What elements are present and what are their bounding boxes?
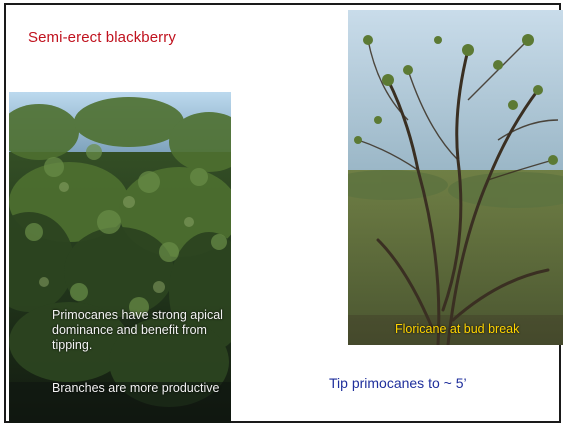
slide-title: Semi-erect blackberry [28,29,176,46]
left-photo-caption-branches: Branches are more productive [52,381,220,395]
left-photo-blackberry-foliage [9,92,231,423]
right-photo-floricane [348,10,563,345]
tip-primocanes-note: Tip primocanes to ~ 5’ [329,375,467,391]
left-photo-caption-apical-dominance: Primocanes have strong apical dominance … [52,308,223,352]
right-photo-caption: Floricane at bud break [395,322,520,336]
